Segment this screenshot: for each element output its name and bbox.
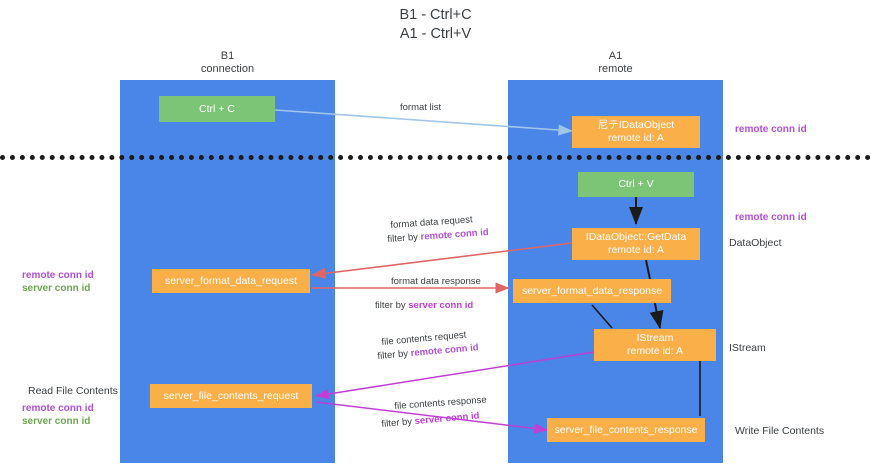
node-idataobject-getdata[interactable]: IDataObject::GetData remote id: A	[572, 228, 700, 260]
node-idataobject-remote[interactable]: 尼テIDataObject remote id: A	[572, 116, 700, 148]
edge-label-format-data-response-filter: filter by server conn id	[375, 299, 473, 312]
annotation-istream: IStream	[729, 342, 766, 354]
annotation-left-server-conn-id-bottom: server conn id	[22, 416, 91, 427]
node-server-file-contents-request[interactable]: server_file_contents_request	[150, 384, 312, 408]
filter-prefix: filter by	[375, 300, 409, 311]
node-ctrl-c[interactable]: Ctrl + C	[159, 96, 275, 122]
annotation-left-remote-conn-id-mid: remote conn id	[22, 270, 94, 281]
annotation-remote-conn-id-top: remote conn id	[735, 124, 807, 135]
filter-value-server-conn-id: server conn id	[408, 300, 474, 311]
swimlane-header-b1: B1 connection	[200, 50, 255, 75]
filter-value-remote-conn-id: remote conn id	[420, 226, 489, 243]
filter-prefix: filter by	[387, 231, 422, 245]
node-ctrl-v[interactable]: Ctrl + V	[578, 172, 694, 197]
annotation-left-remote-conn-id-bottom: remote conn id	[22, 403, 94, 414]
annotation-read-file-contents: Read File Contents	[28, 385, 118, 397]
annotation-dataobject: DataObject	[729, 237, 782, 249]
page-title: B1 - Ctrl+C A1 - Ctrl+V	[399, 7, 472, 42]
annotation-write-file-contents: Write File Contents	[735, 425, 825, 437]
edge-label-format-data-response: format data response	[391, 276, 481, 287]
node-server-format-data-response[interactable]: server_format_data_response	[513, 279, 671, 303]
swimlane-header-a1: A1 remote	[598, 50, 633, 75]
annotation-left-server-conn-id-mid: server conn id	[22, 283, 91, 294]
node-server-format-data-request[interactable]: server_format_data_request	[152, 269, 310, 293]
filter-prefix: filter by	[377, 348, 412, 362]
phase-divider	[0, 155, 871, 160]
node-server-file-contents-response[interactable]: server_file_contents_response	[547, 418, 705, 442]
filter-value-server-conn-id: server conn id	[414, 410, 480, 428]
annotation-remote-conn-id-mid: remote conn id	[735, 212, 807, 223]
filter-prefix: filter by	[381, 416, 416, 430]
edge-label-format-list: format list	[400, 102, 442, 113]
node-istream[interactable]: IStream remote id: A	[594, 329, 716, 361]
